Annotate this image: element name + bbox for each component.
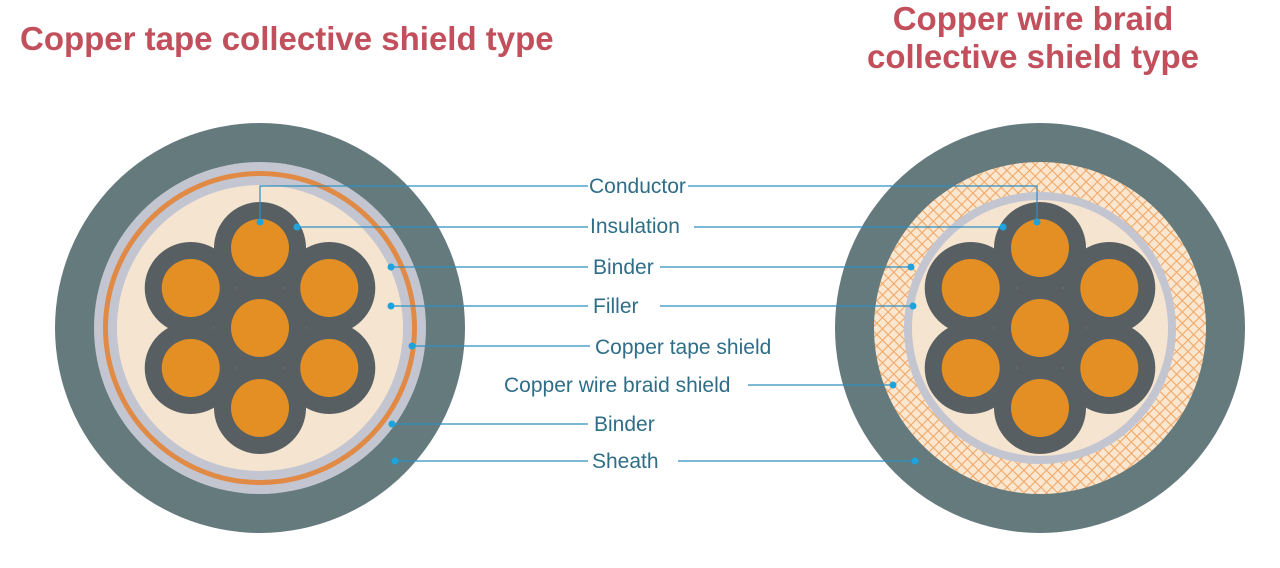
left-core-conductor-4 xyxy=(300,339,359,397)
right-cores xyxy=(924,202,1156,454)
right-title-line-2: collective shield type xyxy=(867,38,1199,75)
left-core-conductor-6 xyxy=(161,339,220,397)
copper-tape-cable-cross-section xyxy=(55,123,465,533)
dot-filler-right xyxy=(909,302,917,310)
left-core-conductor-2 xyxy=(231,219,289,277)
dot-sheath-right xyxy=(911,457,919,465)
dot-binder-inner-left xyxy=(387,263,395,271)
right-core-conductor-3 xyxy=(1080,259,1139,317)
right-core-conductor-7 xyxy=(941,259,1000,317)
dot-binder-outer-left xyxy=(388,420,396,428)
right-core-conductor-5 xyxy=(1011,379,1069,437)
leader-conductor-left xyxy=(259,185,588,222)
label-copper-wire-braid-shield: Copper wire braid shield xyxy=(504,374,730,397)
label-binder-outer: Binder xyxy=(594,413,655,436)
left-cores xyxy=(144,202,376,454)
left-core-conductor-5 xyxy=(231,379,289,437)
right-diagram-title: Copper wire braid collective shield type xyxy=(858,0,1208,76)
dot-conductor-left xyxy=(256,218,264,226)
label-binder-inner: Binder xyxy=(593,256,654,279)
left-diagram-title: Copper tape collective shield type xyxy=(20,20,554,57)
dot-insulation-right xyxy=(999,223,1007,231)
right-core-conductor-1 xyxy=(1011,299,1069,357)
dot-filler-left xyxy=(387,302,395,310)
dot-copper-wire-braid-shield xyxy=(889,381,897,389)
dot-copper-tape-shield xyxy=(408,342,416,350)
left-core-conductor-3 xyxy=(300,259,359,317)
leader-conductor-right xyxy=(688,185,1038,222)
dot-conductor-right xyxy=(1033,218,1041,226)
label-filler: Filler xyxy=(593,295,639,318)
right-core-conductor-6 xyxy=(941,339,1000,397)
dot-sheath-left xyxy=(391,457,399,465)
dot-binder-inner-right xyxy=(907,263,915,271)
dot-insulation-left xyxy=(293,223,301,231)
right-core-conductor-2 xyxy=(1011,219,1069,277)
right-core-conductor-4 xyxy=(1080,339,1139,397)
copper-braid-cable-cross-section xyxy=(835,123,1245,533)
label-copper-tape-shield: Copper tape shield xyxy=(595,336,771,359)
left-core-conductor-1 xyxy=(231,299,289,357)
leader-lines xyxy=(259,185,1038,462)
component-labels: Conductor Insulation Binder Filler Coppe… xyxy=(504,175,771,473)
leader-dots xyxy=(256,218,1041,465)
label-conductor: Conductor xyxy=(589,175,686,198)
right-title-line-1: Copper wire braid xyxy=(892,0,1174,37)
label-insulation: Insulation xyxy=(590,215,680,238)
label-sheath: Sheath xyxy=(592,450,659,473)
left-core-conductor-7 xyxy=(161,259,220,317)
